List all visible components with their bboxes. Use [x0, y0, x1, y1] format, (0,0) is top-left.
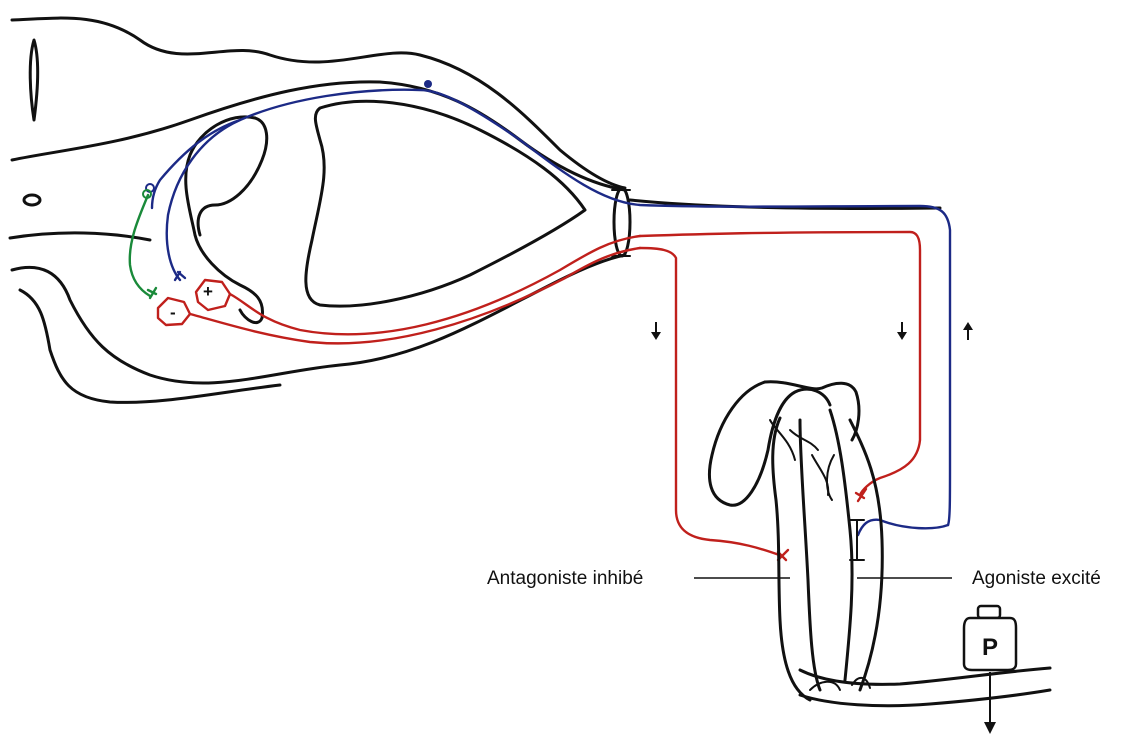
antagonist-label: Antagoniste inhibé — [487, 568, 643, 589]
motor-neurons: + - — [158, 232, 920, 560]
minus-sign: - — [170, 303, 176, 322]
agonist-label: Agoniste excité — [972, 568, 1101, 589]
weight-icon: P — [964, 606, 1016, 734]
gray-matter-horn — [186, 117, 267, 323]
nerve-junction — [612, 188, 630, 256]
direction-arrows — [651, 322, 973, 340]
excitatory-motor-neuron — [196, 280, 230, 310]
arrow-down-icon — [651, 322, 661, 340]
arrow-up-icon — [963, 322, 973, 340]
afferent-node-top — [424, 80, 432, 88]
arrow-down-icon — [897, 322, 907, 340]
weight-label: P — [982, 634, 998, 661]
plus-sign: + — [203, 282, 213, 301]
